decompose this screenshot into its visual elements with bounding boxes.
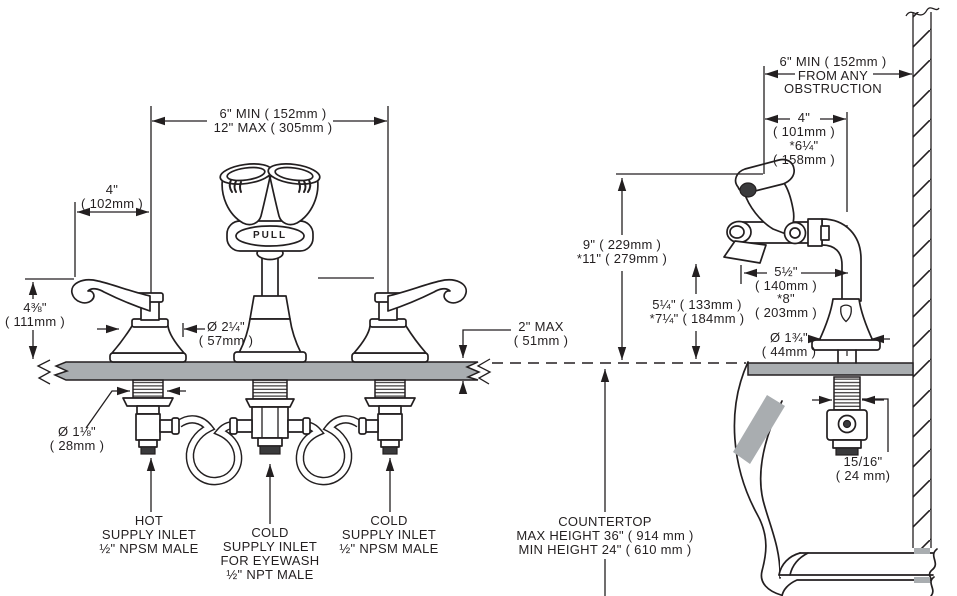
dim-shank-diameter: Ø 1⅛" ( 28mm ) bbox=[50, 425, 104, 452]
dim-text: *6¼" bbox=[789, 138, 819, 153]
dim-spout-height: 5¼" ( 133mm ) *7¼" ( 184mm ) bbox=[650, 298, 745, 326]
wrist-blade-handle bbox=[71, 279, 187, 363]
eyewash-supply-inlet-label: COLD SUPPLY INLET FOR EYEWASH ½" NPT MAL… bbox=[221, 526, 320, 582]
dim-text: ( 51mm ) bbox=[513, 332, 569, 348]
dim-text: OBSTRUCTION bbox=[784, 81, 882, 96]
label-text: SUPPLY INLET bbox=[341, 527, 437, 542]
dim-text: ( 57mm ) bbox=[198, 332, 254, 348]
dim-text: 15/16" bbox=[843, 454, 883, 469]
dim-text: Ø 1¾" bbox=[770, 330, 808, 345]
dim-text: 5½" bbox=[774, 264, 798, 279]
countertop-section bbox=[52, 361, 481, 381]
dim-text: 6" MIN ( 152mm ) bbox=[219, 106, 327, 121]
cold-supply-inlet-label: COLD SUPPLY INLET ½" NPSM MALE bbox=[339, 514, 438, 556]
hose-loop-right bbox=[295, 415, 362, 486]
bowl-outer-curve bbox=[733, 361, 782, 596]
dim-shank-diameter-side: 15/16" ( 24 mm) bbox=[836, 455, 890, 483]
countertop-break-right bbox=[476, 358, 492, 385]
countertop-right bbox=[747, 362, 914, 376]
hot-supply-inlet-label: HOT SUPPLY INLET ½" NPSM MALE bbox=[99, 514, 198, 556]
label-text: SUPPLY INLET bbox=[222, 539, 318, 554]
nozzle-face bbox=[739, 182, 757, 198]
dim-text: ( 102mm ) bbox=[81, 195, 143, 211]
dimension-lines-left bbox=[25, 106, 511, 524]
dim-text: ( 140mm ) bbox=[755, 277, 817, 293]
dim-head-height: 9" ( 229mm ) *11" ( 279mm ) bbox=[577, 238, 667, 266]
dim-text: Ø 2¼" bbox=[207, 319, 245, 334]
dim-text: 9" ( 229mm ) bbox=[582, 237, 662, 252]
countertop-height-label: COUNTERTOP MAX HEIGHT 36" ( 914 mm ) MIN… bbox=[516, 515, 693, 557]
dim-base-diameter: Ø 1¾" ( 44mm ) bbox=[762, 331, 816, 358]
label-text: SUPPLY INLET bbox=[101, 527, 197, 542]
dim-obstruction-clearance: 6" MIN ( 152mm ) FROM ANY OBSTRUCTION bbox=[780, 55, 887, 96]
eyewash-faucet-side bbox=[723, 158, 881, 456]
spray-head-left bbox=[219, 163, 273, 226]
dim-text: ( 101mm ) bbox=[773, 124, 835, 139]
supply-shank-hot bbox=[122, 379, 180, 455]
dim-text: 4" bbox=[105, 182, 119, 197]
dim-text: 4" bbox=[797, 110, 811, 125]
dim-text: Ø 1⅛" bbox=[58, 424, 96, 439]
label-text: COLD bbox=[251, 525, 289, 540]
dim-text: 2" MAX bbox=[518, 319, 564, 334]
wrist-blade-handle-right bbox=[351, 278, 468, 363]
bowl-wall-section bbox=[733, 395, 785, 464]
spray-head-right bbox=[267, 163, 321, 226]
dimension-lines-right bbox=[600, 66, 912, 596]
dim-deck-thickness: 2" MAX ( 51mm ) bbox=[514, 320, 568, 347]
dim-text: *11" ( 279mm ) bbox=[576, 251, 668, 266]
dim-text: ( 111mm ) bbox=[4, 313, 66, 329]
eyewash-side-view bbox=[600, 7, 957, 596]
dim-text: ( 24 mm) bbox=[835, 468, 891, 483]
dim-spout-reach: 5½" ( 140mm ) *8" ( 203mm ) bbox=[755, 265, 817, 319]
label-text: HOT bbox=[134, 513, 164, 528]
shield-icon bbox=[840, 304, 852, 323]
dim-text: 12" MAX ( 305mm ) bbox=[213, 119, 333, 135]
label-text: COLD bbox=[370, 513, 408, 528]
label-text: ½" NPSM MALE bbox=[99, 541, 199, 556]
label-text: MAX HEIGHT 36" ( 914 mm ) bbox=[516, 528, 694, 543]
dim-text: FROM ANY bbox=[797, 67, 869, 83]
dim-text: ( 203mm ) bbox=[755, 304, 817, 320]
dim-handle-height: 4⅜" ( 111mm ) bbox=[5, 301, 65, 328]
dim-text: 6" MIN ( 152mm ) bbox=[779, 54, 887, 69]
dim-text: ( 158mm ) bbox=[773, 152, 835, 167]
dim-text: 5¼" ( 133mm ) bbox=[652, 297, 742, 312]
dim-head-setback: 4" ( 101mm ) *6¼" ( 158mm ) bbox=[773, 111, 835, 167]
wall-section bbox=[905, 7, 940, 596]
dim-faucet-spread: 6" MIN ( 152mm ) 12" MAX ( 305mm ) bbox=[214, 107, 333, 134]
dim-text: *8" bbox=[777, 291, 795, 306]
dim-text: *7¼" ( 184mm ) bbox=[649, 311, 745, 326]
deck-mounted-eyewash-front-view bbox=[25, 106, 746, 524]
eyewash-heads-unit bbox=[219, 163, 321, 363]
drain-pipes bbox=[778, 548, 957, 596]
dim-escutcheon-diameter: Ø 2¼" ( 57mm ) bbox=[199, 320, 253, 347]
label-text: ½" NPT MALE bbox=[226, 567, 314, 582]
countertop-break-left bbox=[36, 359, 52, 385]
dim-text: ( 28mm ) bbox=[49, 437, 105, 453]
label-text: FOR EYEWASH bbox=[220, 553, 320, 568]
dim-text: 4⅜" bbox=[23, 300, 47, 315]
dim-text: ( 44mm ) bbox=[761, 343, 817, 359]
spout-outlet bbox=[723, 240, 767, 264]
label-text: ½" NPSM MALE bbox=[339, 541, 439, 556]
supply-shank-eyewash bbox=[229, 379, 311, 455]
supply-shank-cold bbox=[358, 379, 416, 455]
label-text: MIN HEIGHT 24" ( 610 mm ) bbox=[518, 542, 692, 557]
pull-handle-label: PULL bbox=[252, 230, 288, 241]
dim-handle-center: 4" ( 102mm ) bbox=[81, 183, 143, 210]
label-text: COUNTERTOP bbox=[558, 514, 652, 529]
hose-loop-left bbox=[176, 415, 243, 486]
